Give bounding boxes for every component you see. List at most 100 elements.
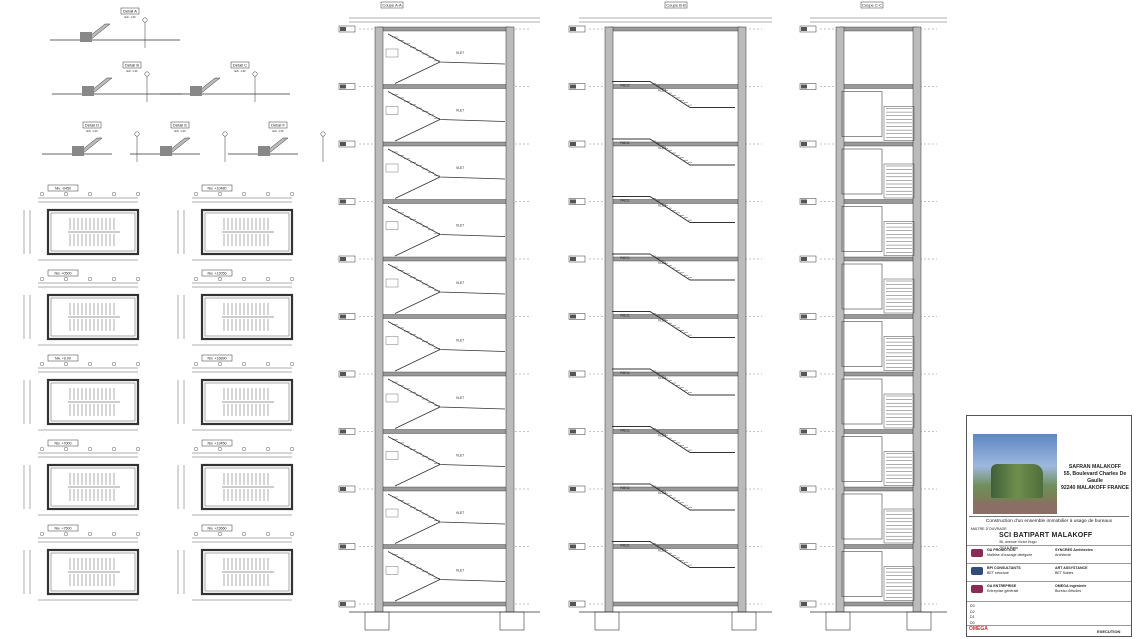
level-tag-mark: [340, 84, 346, 89]
detail-scale: Ech. 1:20: [127, 69, 139, 73]
level-tag-mark: [570, 544, 576, 549]
level-tag: [338, 140, 356, 148]
stair-label: VLE7: [456, 166, 464, 170]
client-address-1: 36, avenue Victor Hugo: [999, 540, 1037, 544]
stair-label: VLE5: [658, 549, 666, 553]
detail-title-box: [120, 7, 140, 15]
level-tag-mark: [340, 372, 346, 376]
stair-flight: [394, 291, 441, 314]
detail-title: Détail F: [271, 122, 285, 127]
detail-scale: Ech. 1:20: [87, 129, 99, 133]
grid-bubble: [217, 447, 222, 452]
landing-label: PAE11: [620, 256, 630, 260]
level-tag-mark: [570, 84, 576, 89]
door-opening: [841, 206, 883, 252]
plan-walls: [200, 463, 294, 511]
floor-slab: [839, 141, 918, 147]
plan-inner: [50, 212, 136, 252]
level-tag: [338, 485, 356, 493]
stair-flight: [387, 321, 506, 352]
stair-label: VLE5: [658, 261, 666, 265]
footing-right: [499, 611, 525, 631]
level-tag: [799, 600, 817, 608]
level-tag: [338, 83, 356, 90]
plan-title-box: [201, 524, 233, 532]
stair-flight: [387, 91, 506, 122]
plan-inner: [204, 552, 290, 592]
level-tag: [799, 140, 817, 148]
level-tag-mark: [340, 257, 346, 261]
stair-label: VLE7: [456, 569, 464, 573]
plan-7: Niv. +19450: [177, 439, 295, 516]
grid-bubble: [63, 447, 68, 452]
grid-bubble: [135, 532, 140, 537]
grid-bubble: [217, 277, 222, 282]
grid-bubble: [40, 447, 45, 452]
floor-slab: [378, 26, 511, 32]
grid-bubble: [217, 532, 222, 537]
floor-slab: [378, 199, 511, 204]
grid-bubble: [87, 532, 92, 537]
level-tag-mark: [801, 84, 807, 89]
grid-bubble: [135, 277, 140, 282]
landing-label: PAE11: [620, 429, 630, 433]
building-photo-shape: [991, 464, 1043, 498]
firms-divider: [967, 545, 1131, 546]
detail-scale: Ech. 1:20: [125, 15, 137, 19]
level-tag-mark: [801, 142, 807, 146]
level-tag-mark: [570, 257, 576, 261]
level-tag: [338, 370, 356, 378]
level-tag: [799, 543, 817, 550]
stair-flight: [612, 138, 735, 166]
stair-flight: [394, 119, 441, 142]
section-cc: Coupe C-C: [799, 1, 947, 631]
plan-inner: [204, 467, 290, 507]
level-tag: [568, 140, 586, 148]
stair-label: VLE5: [658, 491, 666, 495]
grid-bubble: [252, 71, 258, 77]
level-tag: [568, 25, 586, 33]
section-title-box: [860, 1, 884, 9]
grid-bubble: [87, 277, 92, 282]
plan-walls: [46, 378, 140, 426]
detail-slab: [82, 86, 94, 96]
stair-flight: [612, 426, 735, 453]
landing-tag: [385, 106, 399, 115]
stair-label: VLE5: [658, 319, 666, 323]
level-tag-mark: [570, 372, 576, 376]
detail-slab: [160, 146, 172, 156]
stair-elevation: [883, 508, 915, 544]
grid-bubble: [63, 277, 68, 282]
grid-bubble: [111, 362, 116, 367]
plan-title: Niv. +6.00: [55, 357, 71, 361]
plan-inner: [204, 382, 290, 422]
grid-bubble: [266, 277, 271, 282]
section-aa: Coupe A-AVLE7VLE7VLE7VLE7VLE7VLE7VLE7VLE…: [338, 1, 540, 631]
level-tag-mark: [340, 602, 346, 606]
address-line-1: SAFRAN MALAKOFF: [1068, 464, 1122, 470]
floor-slab: [839, 486, 918, 492]
level-tag: [568, 83, 586, 90]
level-tag-mark: [801, 314, 807, 319]
stair-label: VLE7: [456, 51, 464, 55]
detail-title-box: [230, 61, 250, 69]
detail-title: Détail C: [233, 62, 247, 67]
site-address: SAFRAN MALAKOFF 55, Boulevard Charles De…: [1059, 464, 1131, 492]
grid-bubble: [87, 191, 92, 196]
plan-title: Niv. +13050: [207, 272, 226, 276]
plan-title-box: [47, 269, 79, 277]
level-tag-mark: [340, 314, 346, 319]
floor-slab: [839, 84, 918, 89]
level-tag-mark: [340, 199, 346, 204]
stair-flight: [394, 464, 441, 487]
landing-tag: [385, 163, 399, 173]
stair-flight: [612, 368, 735, 396]
landing-tag: [385, 336, 399, 345]
road-photo-shape: [973, 502, 1057, 514]
floor-slab: [378, 544, 511, 549]
